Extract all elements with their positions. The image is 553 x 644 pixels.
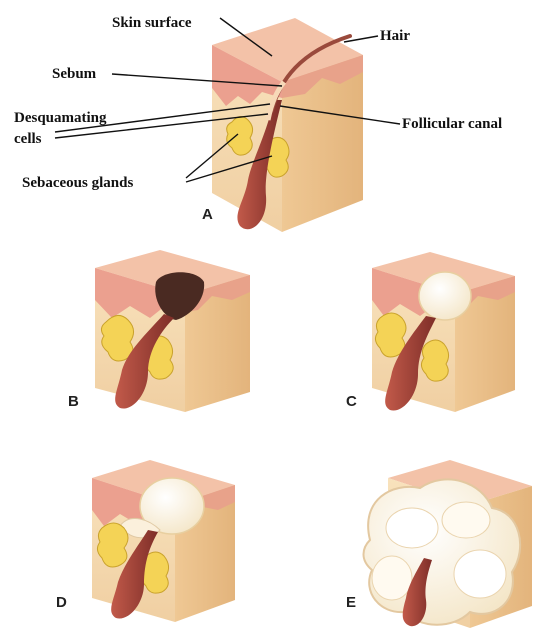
label-skin-surface: Skin surface <box>112 15 192 31</box>
label-sebum: Sebum <box>52 66 97 82</box>
label-follicular-canal: Follicular canal <box>402 116 502 132</box>
label-sebaceous-glands: Sebaceous glands <box>22 175 133 191</box>
panel-e: E <box>346 460 532 628</box>
cyst-lobule <box>386 508 438 548</box>
panel-letter-c: C <box>346 393 357 410</box>
panel-letter-d: D <box>56 594 67 611</box>
cyst-lobule <box>372 556 412 600</box>
panel-b: B <box>68 250 250 412</box>
cyst-lobule <box>442 502 490 538</box>
label-desquamating: Desquamating <box>14 110 107 126</box>
cyst-lobule <box>454 550 506 598</box>
label-desquamating-cells: cells <box>14 131 42 147</box>
panel-d: D <box>56 460 235 622</box>
label-hair: Hair <box>380 28 410 44</box>
panel-letter-a: A <box>202 206 213 223</box>
whitehead-cyst <box>419 272 471 320</box>
panel-letter-b: B <box>68 393 79 410</box>
panel-c: C <box>346 252 515 412</box>
panel-a: Skin surface Hair Sebum Desquamating cel… <box>14 15 502 232</box>
panel-letter-e: E <box>346 594 356 611</box>
